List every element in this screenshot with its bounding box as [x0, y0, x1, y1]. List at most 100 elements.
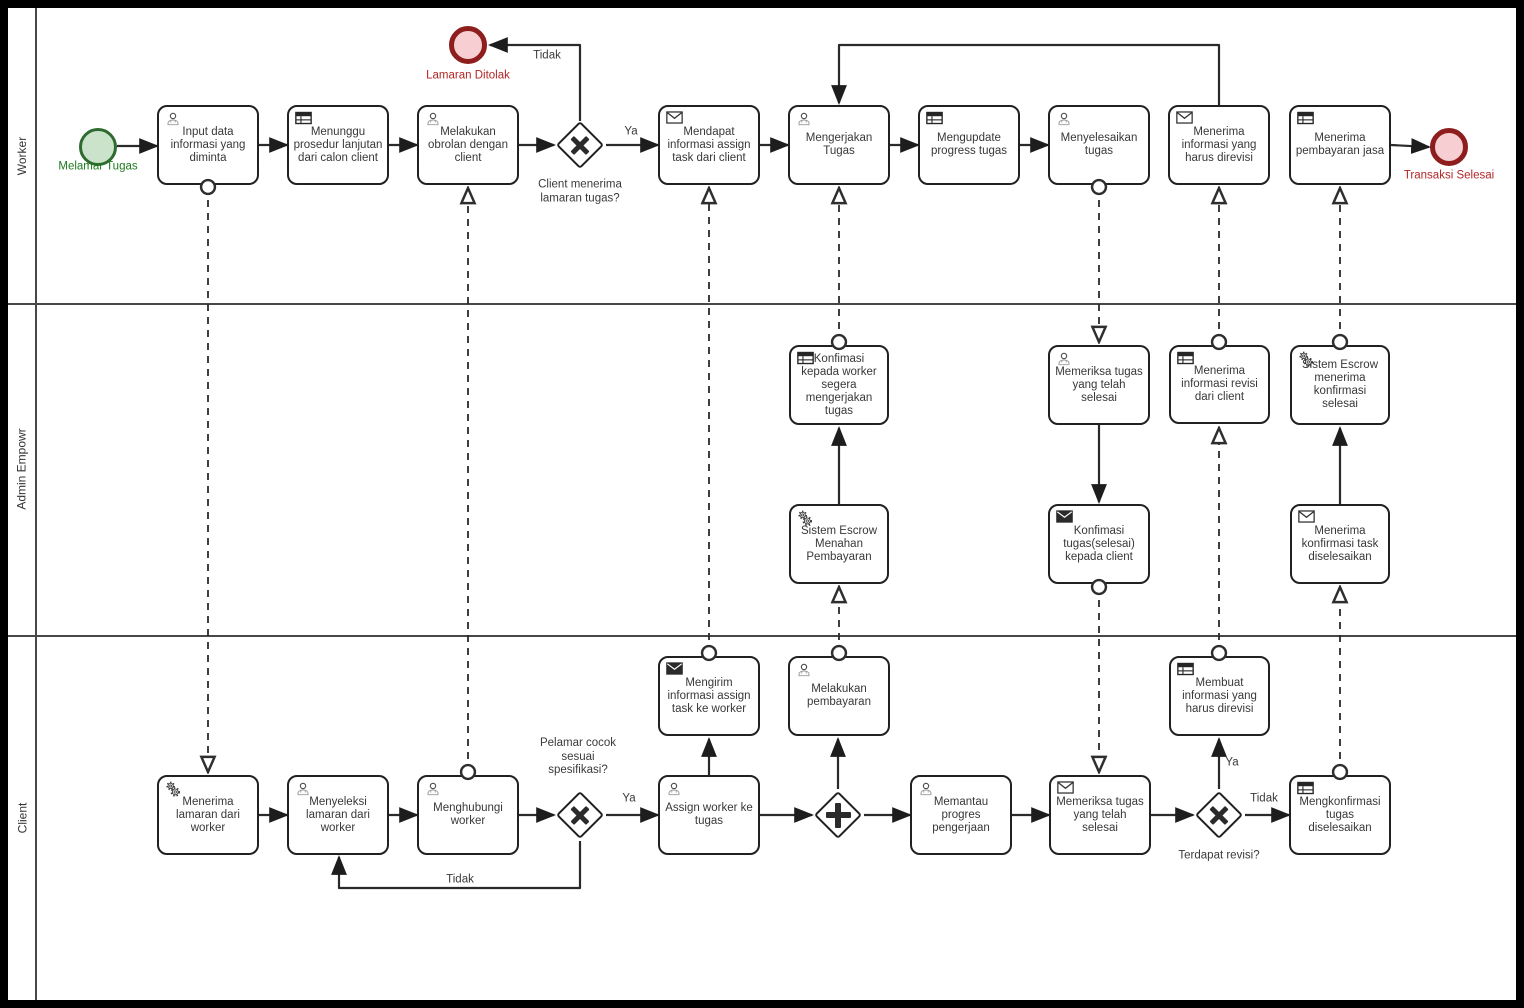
task-menerima-pembayaran-jasa[interactable]: Menerima pembayaran jasa	[1289, 105, 1391, 185]
mail-icon	[666, 111, 683, 124]
task-menerima-informasi-revisi-admin[interactable]: Menerima informasi revisi dari client	[1169, 345, 1270, 424]
mail-icon	[1176, 111, 1193, 124]
task-label: Menunggu prosedur lanjutan dari calon cl…	[293, 125, 383, 164]
lane-label-divider	[35, 8, 37, 1000]
task-label: Menyelesaikan tugas	[1060, 132, 1138, 157]
task-label: Assign worker ke tugas	[665, 802, 753, 827]
task-label: Menerima informasi revisi dari client	[1181, 365, 1258, 403]
end-event-lamaran-ditolak[interactable]	[449, 26, 487, 64]
gateway-label-terdapat-revisi: Terdapat revisi?	[1178, 849, 1260, 862]
user-icon	[425, 111, 441, 127]
task-label: Membuat informasi yang harus direvisi	[1182, 676, 1257, 715]
lane-name: Worker	[15, 136, 30, 175]
sequence-flow-9	[831, 43, 1221, 105]
user-icon	[918, 781, 934, 797]
task-membuat-informasi-direvisi[interactable]: Membuat informasi yang harus direvisi	[1169, 656, 1270, 736]
task-escrow-menerima-konfirmasi[interactable]: Sistem Escrow menerima konfirmasi selesa…	[1290, 345, 1390, 425]
task-escrow-menahan-pembayaran[interactable]: Sistem Escrow Menahan Pembayaran	[789, 504, 889, 584]
gears-icon	[1298, 351, 1315, 368]
task-assign-worker[interactable]: Assign worker ke tugas	[658, 775, 760, 855]
table-icon	[797, 351, 814, 365]
task-label: Konfimasi tugas(selesai) kepada client	[1063, 524, 1135, 563]
gateway-label-pelamar-cocok: Pelamar cocok sesuai spesifikasi?	[539, 736, 617, 776]
user-icon	[1056, 351, 1072, 367]
table-icon	[1297, 781, 1314, 795]
gateway-plus-mark	[835, 802, 841, 828]
gateway-label-client-menerima-lamaran: Client menerima lamaran tugas?	[538, 178, 622, 205]
lane-label-admin-empowr: Admin Empowr	[9, 303, 35, 635]
lane-name: Admin Empowr	[15, 428, 30, 510]
lane-divider-1	[8, 303, 1516, 305]
task-melakukan-pembayaran[interactable]: Melakukan pembayaran	[788, 656, 890, 736]
task-label: Melakukan pembayaran	[807, 683, 871, 708]
task-konfimasi-tugas-selesai[interactable]: Konfimasi tugas(selesai) kepada client	[1048, 504, 1150, 584]
table-icon	[926, 111, 943, 125]
task-konfimasi-kepada-worker[interactable]: Konfimasi kepada worker segera mengerjak…	[789, 345, 889, 425]
task-menerima-konfirmasi-task[interactable]: Menerima konfirmasi task diselesaikan	[1290, 504, 1390, 584]
user-icon	[295, 781, 311, 797]
task-label: Menerima lamaran dari worker	[176, 795, 240, 834]
lane-divider-2	[8, 635, 1516, 637]
task-mengkonfirmasi-tugas[interactable]: Mengkonfirmasi tugas diselesaikan	[1289, 775, 1391, 855]
task-menghubungi-worker[interactable]: Menghubungi worker	[417, 775, 519, 855]
table-icon	[1177, 662, 1194, 676]
task-label: Melakukan obrolan dengan client	[428, 125, 508, 164]
event-label-lamaran-ditolak: Lamaran Ditolak	[426, 69, 510, 82]
mail-filled-icon	[1056, 510, 1073, 523]
user-icon	[1056, 111, 1072, 127]
flow-label-5: Ya	[624, 125, 638, 138]
task-label: Sistem Escrow Menahan Pembayaran	[800, 524, 878, 563]
flow-label-4: Tidak	[533, 49, 561, 62]
task-label: Input data informasi yang diminta	[170, 125, 246, 164]
start-event-melamar-tugas[interactable]	[79, 128, 117, 166]
lane-label-worker: Worker	[9, 8, 35, 303]
table-icon	[1297, 111, 1314, 125]
task-label: Memeriksa tugas yang telah selesai	[1055, 365, 1143, 404]
task-mengerjakan-tugas[interactable]: Mengerjakan Tugas	[788, 105, 890, 185]
task-menyeleksi-lamaran[interactable]: Menyeleksi lamaran dari worker	[287, 775, 389, 855]
task-label: Mendapat informasi assign task dari clie…	[667, 125, 751, 164]
task-memeriksa-tugas-client[interactable]: Memeriksa tugas yang telah selesai	[1049, 775, 1151, 855]
task-label: Menerima konfirmasi task diselesaikan	[1301, 524, 1379, 563]
task-menunggu-prosedur[interactable]: Menunggu prosedur lanjutan dari calon cl…	[287, 105, 389, 185]
lane-name: Client	[15, 802, 29, 833]
user-icon	[796, 662, 812, 678]
task-label: Mengerjakan Tugas	[805, 132, 873, 157]
mail-icon	[1057, 781, 1074, 794]
flow-label-25: Ya	[1225, 756, 1239, 769]
flow-label-26: Tidak	[1250, 792, 1278, 805]
event-label-melamar-tugas: Melamar Tugas	[58, 160, 138, 173]
task-label: Menghubungi worker	[433, 802, 503, 827]
flow-label-18: Tidak	[446, 873, 474, 886]
task-label: Mengupdate progress tugas	[930, 132, 1008, 157]
task-label: Menerima pembayaran jasa	[1295, 132, 1385, 157]
user-icon	[666, 781, 682, 797]
task-melakukan-obrolan[interactable]: Melakukan obrolan dengan client	[417, 105, 519, 185]
task-label: Menyeleksi lamaran dari worker	[306, 795, 370, 834]
task-label: Menerima informasi yang harus direvisi	[1181, 125, 1257, 164]
table-icon	[295, 111, 312, 125]
gears-icon	[165, 781, 182, 798]
task-menerima-lamaran[interactable]: Menerima lamaran dari worker	[157, 775, 259, 855]
gears-icon	[797, 510, 814, 527]
mail-icon	[1298, 510, 1315, 523]
end-event-transaksi-selesai[interactable]	[1430, 128, 1468, 166]
flow-label-17: Ya	[622, 792, 636, 805]
task-label: Mengkonfirmasi tugas diselesaikan	[1299, 795, 1381, 834]
user-icon	[425, 781, 441, 797]
task-label: Mengirim informasi assign task ke worker	[667, 676, 751, 715]
task-mengupdate-progress[interactable]: Mengupdate progress tugas	[918, 105, 1020, 185]
task-mendapat-informasi-assign[interactable]: Mendapat informasi assign task dari clie…	[658, 105, 760, 185]
task-mengirim-informasi-assign[interactable]: Mengirim informasi assign task ke worker	[658, 656, 760, 736]
mail-filled-icon	[666, 662, 683, 675]
event-label-transaksi-selesai: Transaksi Selesai	[1403, 169, 1495, 182]
task-memeriksa-tugas-admin[interactable]: Memeriksa tugas yang telah selesai	[1048, 345, 1150, 425]
lane-label-client: Client	[9, 635, 35, 1000]
task-input-data-informasi[interactable]: Input data informasi yang diminta	[157, 105, 259, 185]
task-menyelesaikan-tugas[interactable]: Menyelesaikan tugas	[1048, 105, 1150, 185]
user-icon	[796, 111, 812, 127]
task-menerima-informasi-harus-direvisi[interactable]: Menerima informasi yang harus direvisi	[1168, 105, 1270, 185]
task-memantau-progres[interactable]: Memantau progres pengerjaan	[910, 775, 1012, 855]
task-label: Sistem Escrow menerima konfirmasi selesa…	[1301, 359, 1379, 410]
